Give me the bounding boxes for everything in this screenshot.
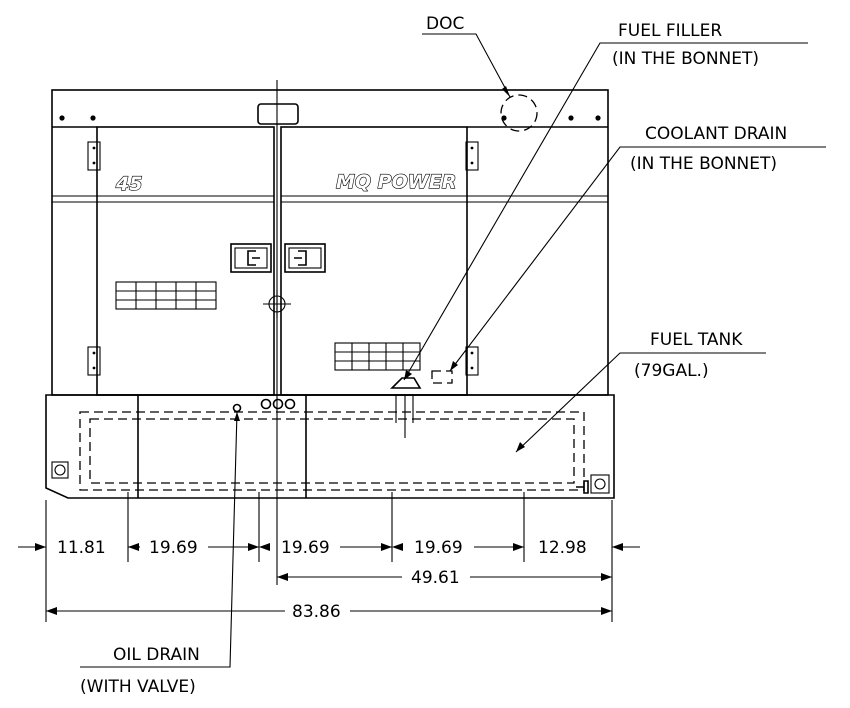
enclosure-outline	[51, 89, 609, 396]
dim-19-69-c: 19.69	[414, 538, 463, 558]
dim-83-86: 83.86	[292, 602, 341, 622]
brand-logo: MQ POWER	[336, 171, 456, 193]
right-door	[280, 126, 468, 396]
latch-left-icon	[230, 243, 272, 273]
base-outline	[45, 394, 615, 499]
label-doc: DOC	[426, 14, 464, 34]
dimension-values: 11.81 19.69 19.69 19.69 12.98 49.61 83.8…	[57, 538, 587, 622]
model-badge: 45	[115, 173, 142, 195]
label-fuel-tank-capacity: (79GAL.)	[634, 361, 709, 381]
enclosure	[51, 89, 609, 396]
fuel-tank-outline	[79, 411, 585, 491]
fuel-drain-plug-icon	[576, 480, 589, 494]
dim-19-69-b: 19.69	[281, 538, 330, 558]
hinges	[87, 141, 479, 376]
vent-left	[115, 281, 217, 310]
fuel-filler-neck	[390, 377, 422, 438]
doors	[96, 103, 468, 396]
hinge-icon	[87, 346, 101, 376]
label-oil-drain: OIL DRAIN	[113, 645, 200, 665]
callouts: DOC FUEL FILLER (IN THE BONNET) COOLANT …	[80, 14, 826, 697]
label-fuel-filler: FUEL FILLER	[618, 21, 722, 41]
vent-right	[334, 342, 421, 371]
dim-19-69-a: 19.69	[149, 538, 198, 558]
dim-49-61: 49.61	[411, 568, 460, 588]
hinge-icon	[465, 141, 479, 171]
latch-right-icon	[284, 243, 326, 273]
dimension-lines	[18, 492, 640, 622]
dim-11-81: 11.81	[57, 538, 106, 558]
leaders	[80, 33, 632, 668]
door-latches	[230, 243, 326, 273]
doc-outline	[500, 94, 538, 132]
label-coolant-drain-note: (IN THE BONNET)	[630, 154, 777, 174]
hinge-icon	[87, 141, 101, 171]
dim-12-98: 12.98	[538, 538, 587, 558]
top-lifting-eye	[257, 103, 299, 125]
label-fuel-filler-note: (IN THE BONNET)	[612, 49, 759, 69]
label-oil-drain-note: (WITH VALVE)	[80, 677, 196, 697]
label-fuel-tank: FUEL TANK	[650, 330, 743, 350]
hinge-icon	[465, 346, 479, 376]
coolant-drain-outline	[431, 370, 453, 384]
label-coolant-drain: COOLANT DRAIN	[645, 124, 787, 144]
oil-drain-valve-icon	[232, 403, 242, 413]
